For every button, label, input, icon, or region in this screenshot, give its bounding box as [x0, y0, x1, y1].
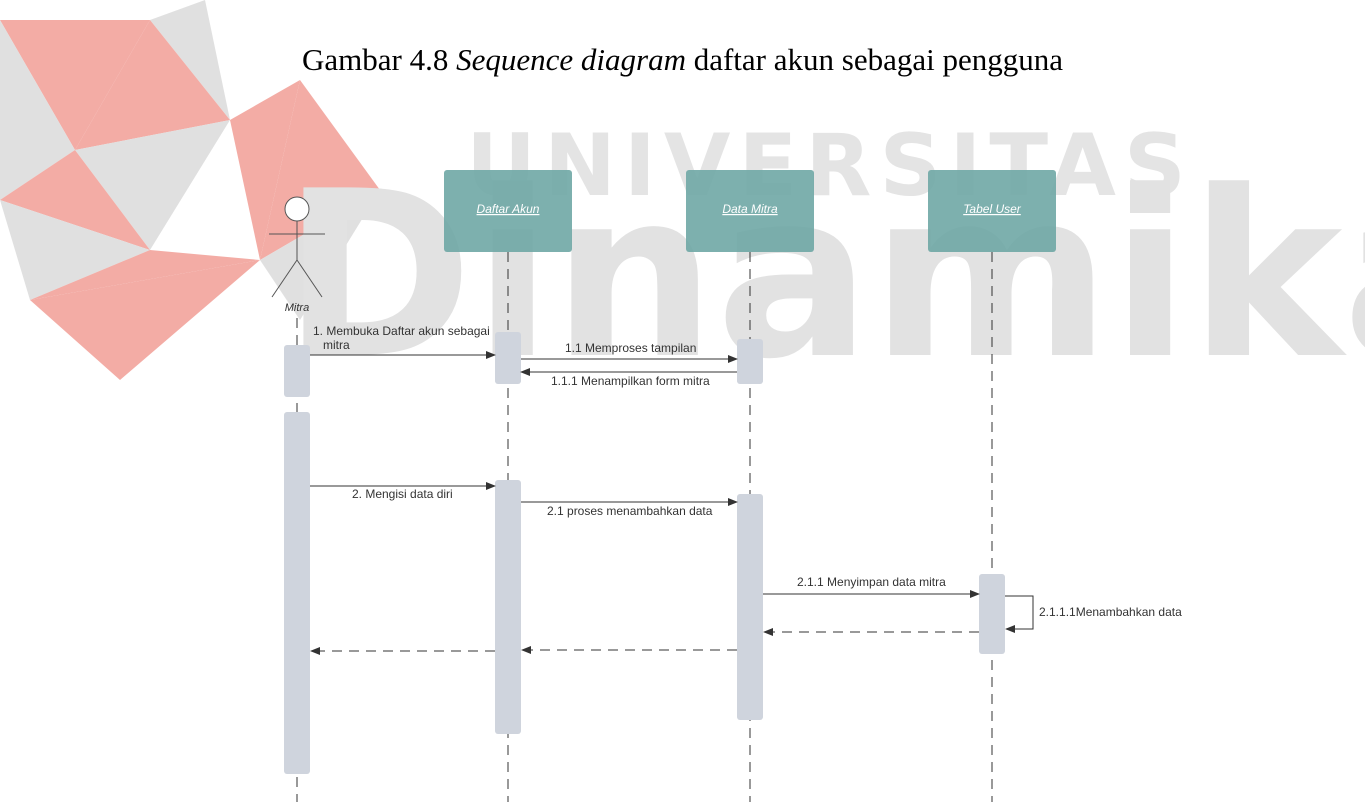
actor-label: Mitra [285, 302, 309, 314]
lifeline-daftar-akun-header: Daftar Akun [444, 170, 572, 252]
message-label: 2.1.1 Menyimpan data mitra [797, 575, 946, 589]
message-2: 2. Mengisi data diri [310, 482, 496, 501]
message-1-1-1: 1.1.1 Menampilkan form mitra [520, 368, 737, 388]
message-1: 1. Membuka Daftar akun sebagai mitra [310, 324, 496, 359]
figure-caption: Gambar 4.8 Sequence diagram daftar akun … [0, 42, 1365, 78]
lifeline-label: Data Mitra [722, 202, 778, 216]
activation-daftar-akun-1 [495, 332, 521, 384]
activation-daftar-akun-2 [495, 480, 521, 734]
message-label: 2. Mengisi data diri [352, 487, 453, 501]
watermark-logo [0, 0, 380, 380]
activation-mitra-1 [284, 345, 310, 397]
caption-suffix: daftar akun sebagai pengguna [685, 42, 1063, 77]
caption-prefix: Gambar 4.8 [302, 42, 457, 77]
message-label: 1.1 Memproses tampilan [565, 341, 696, 355]
caption-italic: Sequence diagram [456, 42, 686, 77]
message-2-1: 2.1 proses menambahkan data [521, 498, 738, 518]
message-2-1-1: 2.1.1 Menyimpan data mitra [763, 575, 980, 598]
logo-petal [0, 200, 150, 300]
message-label: 1.1.1 Menampilkan form mitra [551, 374, 710, 388]
message-2-1-1-1-self: 2.1.1.1Menambahkan data [1005, 595, 1182, 633]
actor-mitra: Mitra [269, 196, 325, 314]
activation-data-mitra-2 [737, 494, 763, 720]
lifeline-tabel-user-header: Tabel User [928, 170, 1056, 252]
logo-petal [75, 120, 230, 250]
logo-petal [0, 20, 150, 150]
actor-head [284, 196, 310, 222]
activation-tabel-user [979, 574, 1005, 654]
logo-petal [0, 150, 150, 250]
logo-petal [150, 0, 230, 120]
logo-petal [260, 190, 380, 320]
logo-petal [30, 250, 260, 300]
message-label: mitra [323, 338, 350, 352]
logo-petal [230, 80, 300, 260]
lifeline-data-mitra-header: Data Mitra [686, 170, 814, 252]
lifeline-label: Tabel User [963, 202, 1022, 216]
message-label: 1. Membuka Daftar akun sebagai [313, 324, 490, 338]
logo-petal [30, 260, 260, 380]
watermark-word-top: UNIVERSITAS [466, 116, 1194, 216]
activation-mitra-2 [284, 412, 310, 774]
logo-petal [75, 20, 230, 150]
message-1-1: 1.1 Memproses tampilan [521, 341, 738, 363]
activation-data-mitra-1 [737, 339, 763, 384]
logo-petal [0, 20, 75, 200]
message-label: 2.1 proses menambahkan data [547, 504, 713, 518]
message-label: 2.1.1.1Menambahkan data [1039, 605, 1182, 619]
lifeline-label: Daftar Akun [477, 202, 540, 216]
